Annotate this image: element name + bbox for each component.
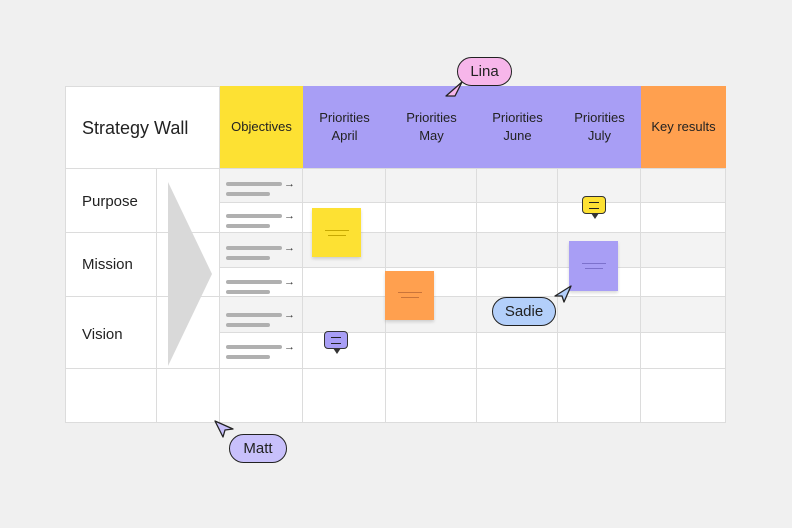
header-label: Priorities July bbox=[574, 110, 625, 143]
arrow-right-icon: → bbox=[284, 276, 295, 288]
header-objectives[interactable]: Objectives bbox=[220, 86, 303, 168]
arrow-right-icon: → bbox=[284, 210, 295, 222]
objective-item[interactable]: → bbox=[226, 309, 298, 329]
sticky-note-orange[interactable] bbox=[385, 271, 434, 320]
grid-line bbox=[476, 168, 477, 422]
comment-icon[interactable] bbox=[582, 196, 606, 219]
grid-line bbox=[65, 232, 726, 233]
collaborator-name: Matt bbox=[243, 440, 273, 457]
header-key-results[interactable]: Key results bbox=[641, 86, 726, 168]
header-priorities-june[interactable]: Priorities June bbox=[477, 86, 558, 168]
row-label-vision: Vision bbox=[82, 326, 123, 343]
objective-item[interactable]: → bbox=[226, 242, 298, 262]
header-label: Priorities June bbox=[492, 110, 543, 143]
collaborator-tag-lina: Lina bbox=[457, 57, 512, 86]
row-label-purpose: Purpose bbox=[82, 193, 138, 210]
row-label-mission: Mission bbox=[82, 256, 133, 273]
collaborator-tag-matt: Matt bbox=[229, 434, 287, 463]
grid-line bbox=[220, 267, 726, 268]
sticky-note-yellow[interactable] bbox=[312, 208, 361, 257]
header-priorities-may[interactable]: Priorities May bbox=[386, 86, 477, 168]
cursor-pointer-icon bbox=[214, 420, 234, 438]
grid-line bbox=[65, 168, 726, 169]
grid-line bbox=[65, 368, 726, 369]
comment-icon[interactable] bbox=[324, 331, 348, 354]
grid-line bbox=[640, 168, 641, 422]
grid-line bbox=[156, 168, 157, 422]
collaborator-name: Sadie bbox=[504, 303, 544, 320]
sticky-note-purple[interactable] bbox=[569, 241, 618, 291]
collaborator-tag-sadie: Sadie bbox=[492, 297, 556, 326]
objective-item[interactable]: → bbox=[226, 341, 298, 361]
header-label: Priorities May bbox=[406, 110, 457, 143]
objective-item[interactable]: → bbox=[226, 210, 298, 230]
objective-item[interactable]: → bbox=[226, 276, 298, 296]
grid-line bbox=[220, 202, 726, 203]
arrow-right-icon: → bbox=[284, 242, 295, 254]
grid-line bbox=[219, 86, 220, 422]
grid-line bbox=[220, 332, 726, 333]
header-priorities-july[interactable]: Priorities July bbox=[558, 86, 641, 168]
arrow-right-icon: → bbox=[284, 341, 295, 353]
header-label: Objectives bbox=[231, 119, 292, 134]
objective-item[interactable]: → bbox=[226, 178, 298, 198]
board-title: Strategy Wall bbox=[82, 118, 189, 138]
header-label: Priorities April bbox=[319, 110, 370, 143]
header-priorities-april[interactable]: Priorities April bbox=[303, 86, 386, 168]
flow-arrow-shape bbox=[168, 182, 212, 366]
collaborator-name: Lina bbox=[470, 63, 499, 80]
arrow-right-icon: → bbox=[284, 178, 295, 190]
cursor-pointer-icon bbox=[445, 81, 463, 97]
header-label: Key results bbox=[651, 119, 716, 134]
arrow-right-icon: → bbox=[284, 309, 295, 321]
cursor-pointer-icon bbox=[554, 285, 572, 303]
grid-line bbox=[302, 168, 303, 422]
